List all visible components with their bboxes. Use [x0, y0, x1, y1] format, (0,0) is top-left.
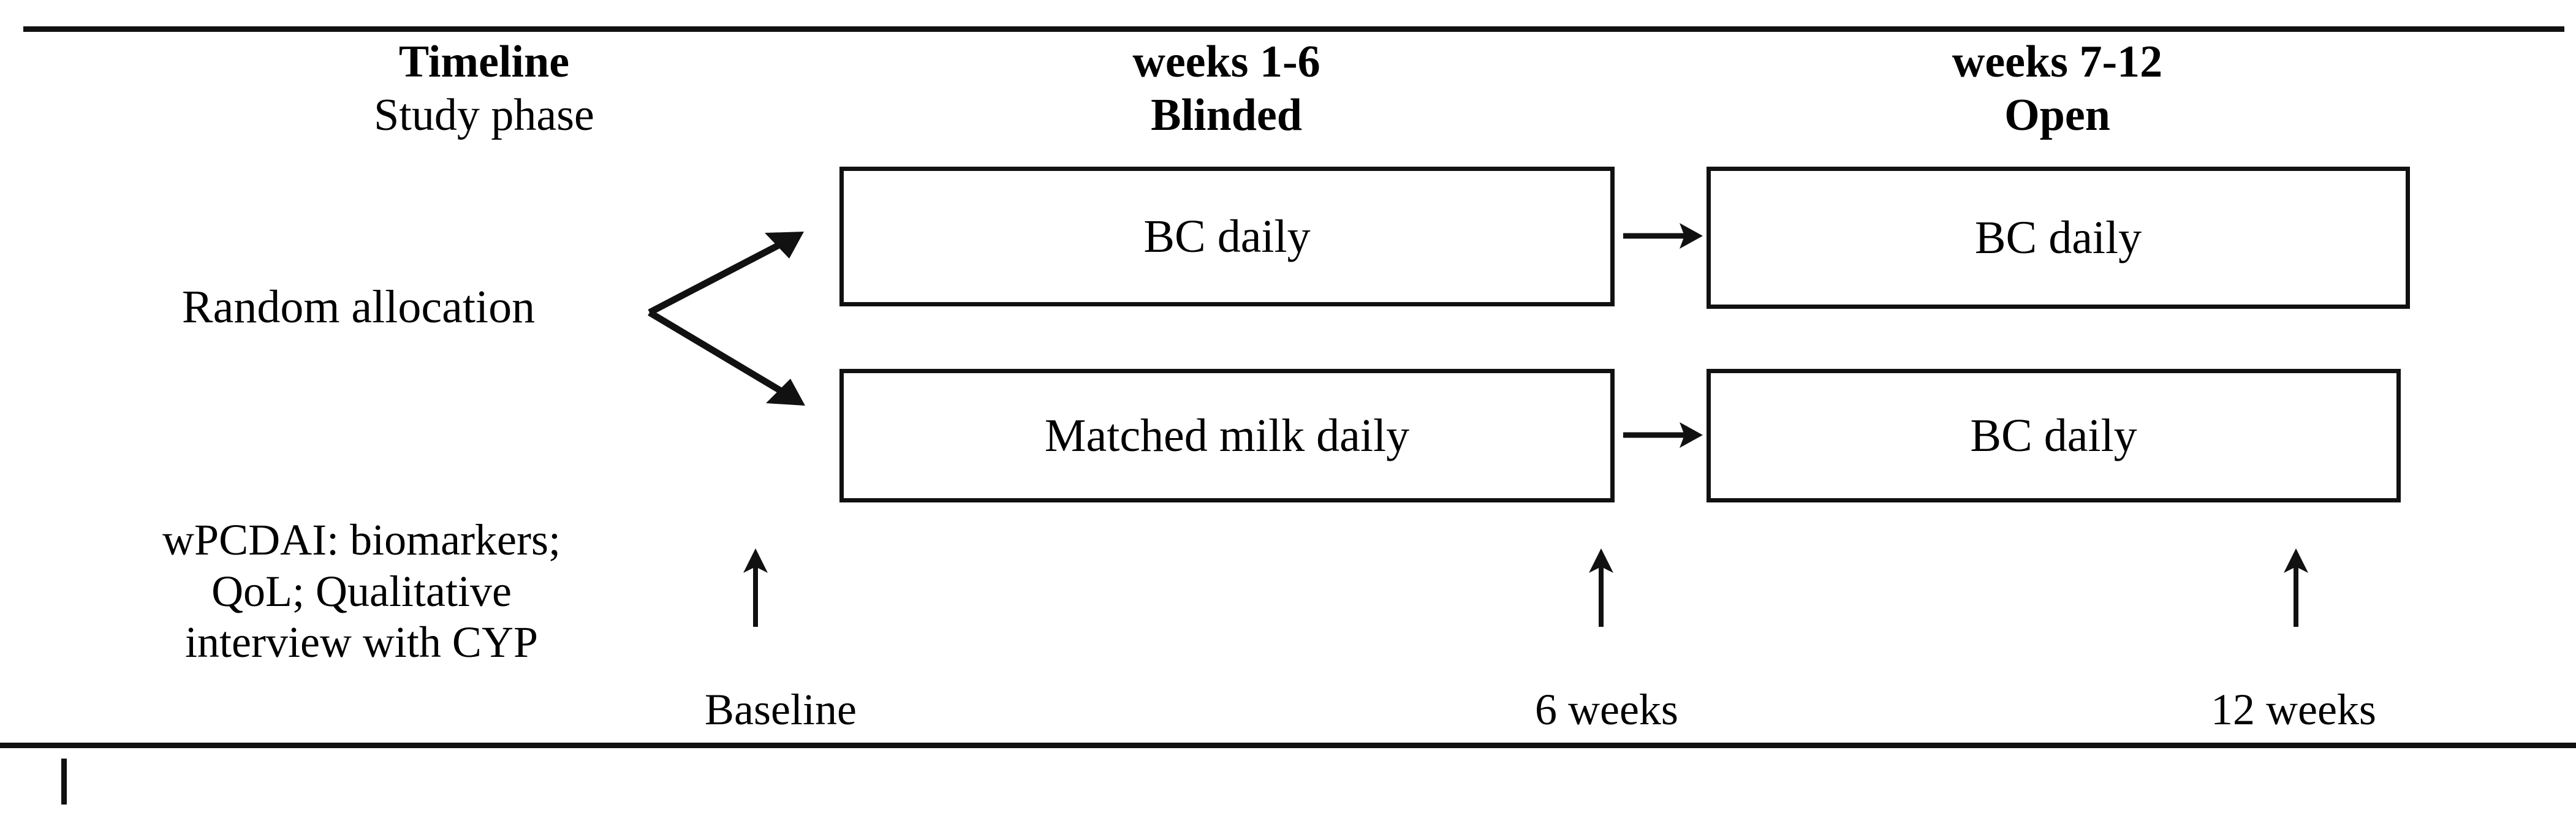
timepoint-label-6-weeks: 6 weeks: [1535, 685, 1678, 734]
phase1-weeks-label: weeks 1-6: [1132, 37, 1320, 87]
bottom-tick-mark: [61, 759, 67, 805]
arm2-blinded-treatment-label: Matched milk daily: [1044, 409, 1410, 461]
top-divider-rule: [23, 26, 2564, 32]
arm1-transition-right-arrow-icon: [1623, 223, 1703, 249]
study-phase-header-label: Study phase: [374, 90, 594, 140]
bottom-divider-rule: [0, 743, 2576, 748]
arm1-open-treatment-box: BC daily: [1707, 167, 2410, 309]
timepoint-label-12-weeks: 12 weeks: [2211, 685, 2376, 734]
timeline-header-label: Timeline: [398, 37, 570, 87]
arm2-blinded-treatment-box: Matched milk daily: [839, 369, 1615, 502]
outcome-measures-line-3: interview with CYP: [185, 618, 538, 667]
outcome-measures-block: wPCDAI: biomarkers; QoL; Qualitative int…: [37, 515, 686, 668]
arm1-blinded-treatment-label: BC daily: [1143, 210, 1311, 262]
outcome-measures-line-2: QoL; Qualitative: [211, 566, 512, 616]
arm2-transition-right-arrow-icon: [1623, 422, 1703, 448]
timepoint-label-baseline: Baseline: [705, 685, 857, 734]
arm1-open-treatment-label: BC daily: [1974, 211, 2142, 263]
arm2-open-treatment-box: BC daily: [1707, 369, 2401, 502]
allocation-fork-arrows-icon: [648, 232, 805, 406]
phase1-name-label: Blinded: [1151, 90, 1302, 140]
random-allocation-label: Random allocation: [181, 281, 536, 333]
phase2-name-label: Open: [2004, 90, 2110, 140]
twelve-weeks-assessment-up-arrow-icon: [2284, 548, 2308, 627]
phase2-weeks-label: weeks 7-12: [1952, 37, 2163, 87]
six-weeks-assessment-up-arrow-icon: [1589, 548, 1613, 627]
outcome-measures-line-1: wPCDAI: biomarkers;: [162, 515, 561, 564]
arm2-open-treatment-label: BC daily: [1970, 409, 2137, 461]
arm1-blinded-treatment-box: BC daily: [839, 167, 1615, 306]
baseline-assessment-up-arrow-icon: [743, 548, 768, 627]
